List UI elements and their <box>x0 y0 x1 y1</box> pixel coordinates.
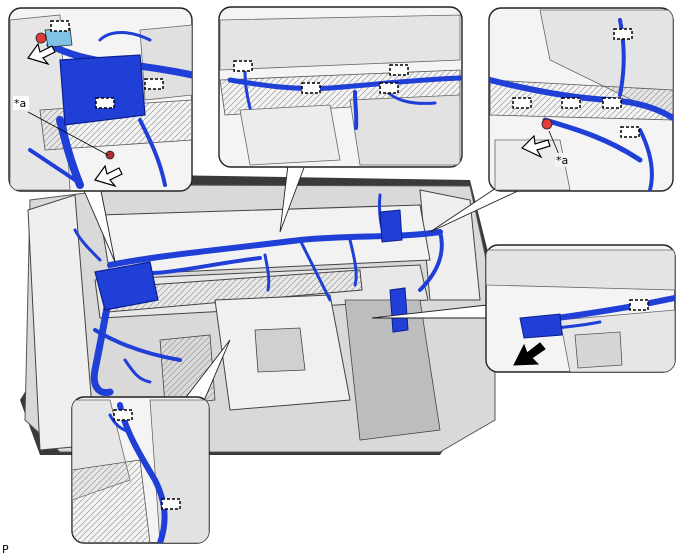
callout-panel-bottom-left <box>71 396 210 544</box>
connector-marker <box>613 28 633 40</box>
connector-marker <box>620 126 640 138</box>
callout-panel-top-center <box>218 6 463 168</box>
connector-marker <box>301 82 321 94</box>
solid-arrow-icon <box>513 342 546 366</box>
connector-marker <box>379 82 399 94</box>
connector-marker <box>161 498 181 510</box>
outline-arrow-icon <box>27 42 56 66</box>
connector-marker <box>602 97 622 109</box>
connector-marker <box>144 78 164 90</box>
clip-icon <box>35 32 47 44</box>
callout-label-a: *a <box>14 97 26 110</box>
callout-label-a: *a <box>556 154 568 167</box>
clip-icon <box>105 150 115 160</box>
outline-arrow-icon <box>94 164 123 188</box>
connector-marker <box>389 64 409 76</box>
callout-panel-middle-right <box>485 244 676 373</box>
connector-marker <box>50 20 70 32</box>
page-corner-label: P <box>2 543 9 556</box>
clip-icon <box>541 118 553 130</box>
connector-marker <box>95 97 115 109</box>
callout-panel-top-left: *a <box>8 7 193 192</box>
outline-arrow-icon <box>520 134 551 159</box>
callout-panel-top-right: *a <box>488 7 674 192</box>
connector-marker <box>561 97 581 109</box>
connector-marker <box>233 60 253 72</box>
connector-marker <box>113 409 133 421</box>
connector-marker <box>512 97 532 109</box>
connector-marker <box>629 299 649 311</box>
junction-block <box>94 261 159 311</box>
main-dashboard-view <box>20 175 500 455</box>
